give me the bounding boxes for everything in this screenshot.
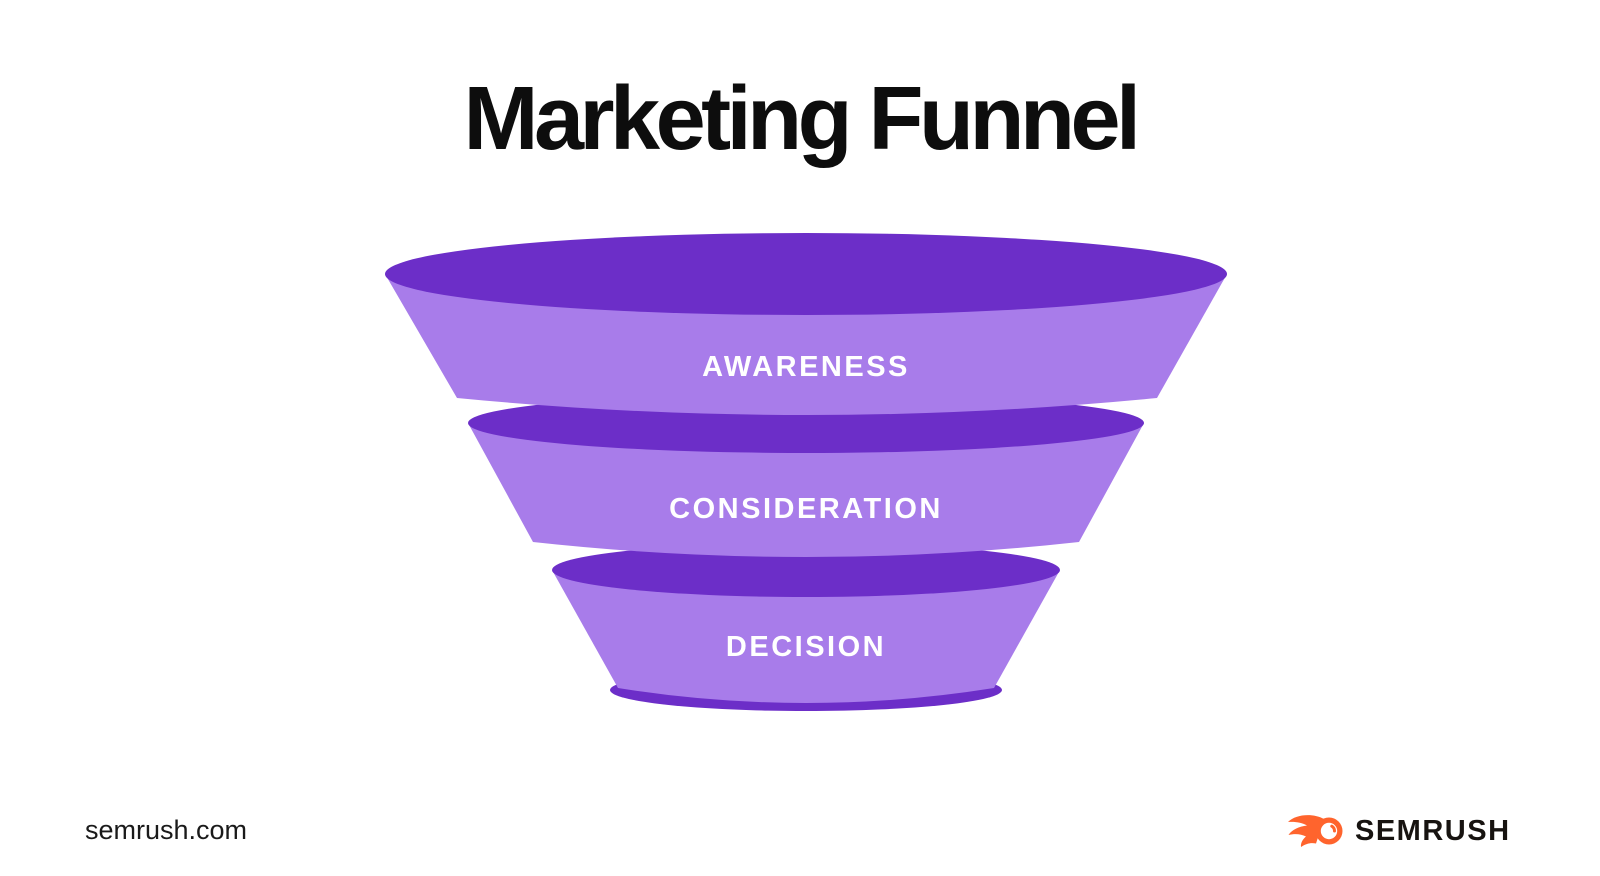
stage-consideration-body <box>468 423 1144 557</box>
funnel-stage-awareness <box>385 233 1227 415</box>
stage-decision-body <box>552 570 1060 703</box>
page-title: Marketing Funnel <box>463 69 1141 169</box>
funnel-stage-label-awareness: AWARENESS <box>702 351 910 383</box>
flame-ball-highlight <box>1330 824 1336 833</box>
funnel-stage-consideration <box>468 393 1144 557</box>
funnel-stage-decision <box>552 543 1060 703</box>
flame-tails <box>1288 815 1324 847</box>
semrush-flame-icon <box>1288 815 1343 847</box>
semrush-wordmark: SEMRUSH <box>1355 814 1511 847</box>
funnel-stage-label-decision: DECISION <box>725 631 887 663</box>
funnel-stage-label-consideration: CONSIDERATION <box>669 493 943 525</box>
website-url: semrush.com <box>85 815 248 845</box>
stage-awareness-top-ellipse <box>385 233 1227 315</box>
semrush-logo: SEMRUSH <box>1285 812 1511 850</box>
stage-decision-top-ellipse <box>552 543 1060 597</box>
